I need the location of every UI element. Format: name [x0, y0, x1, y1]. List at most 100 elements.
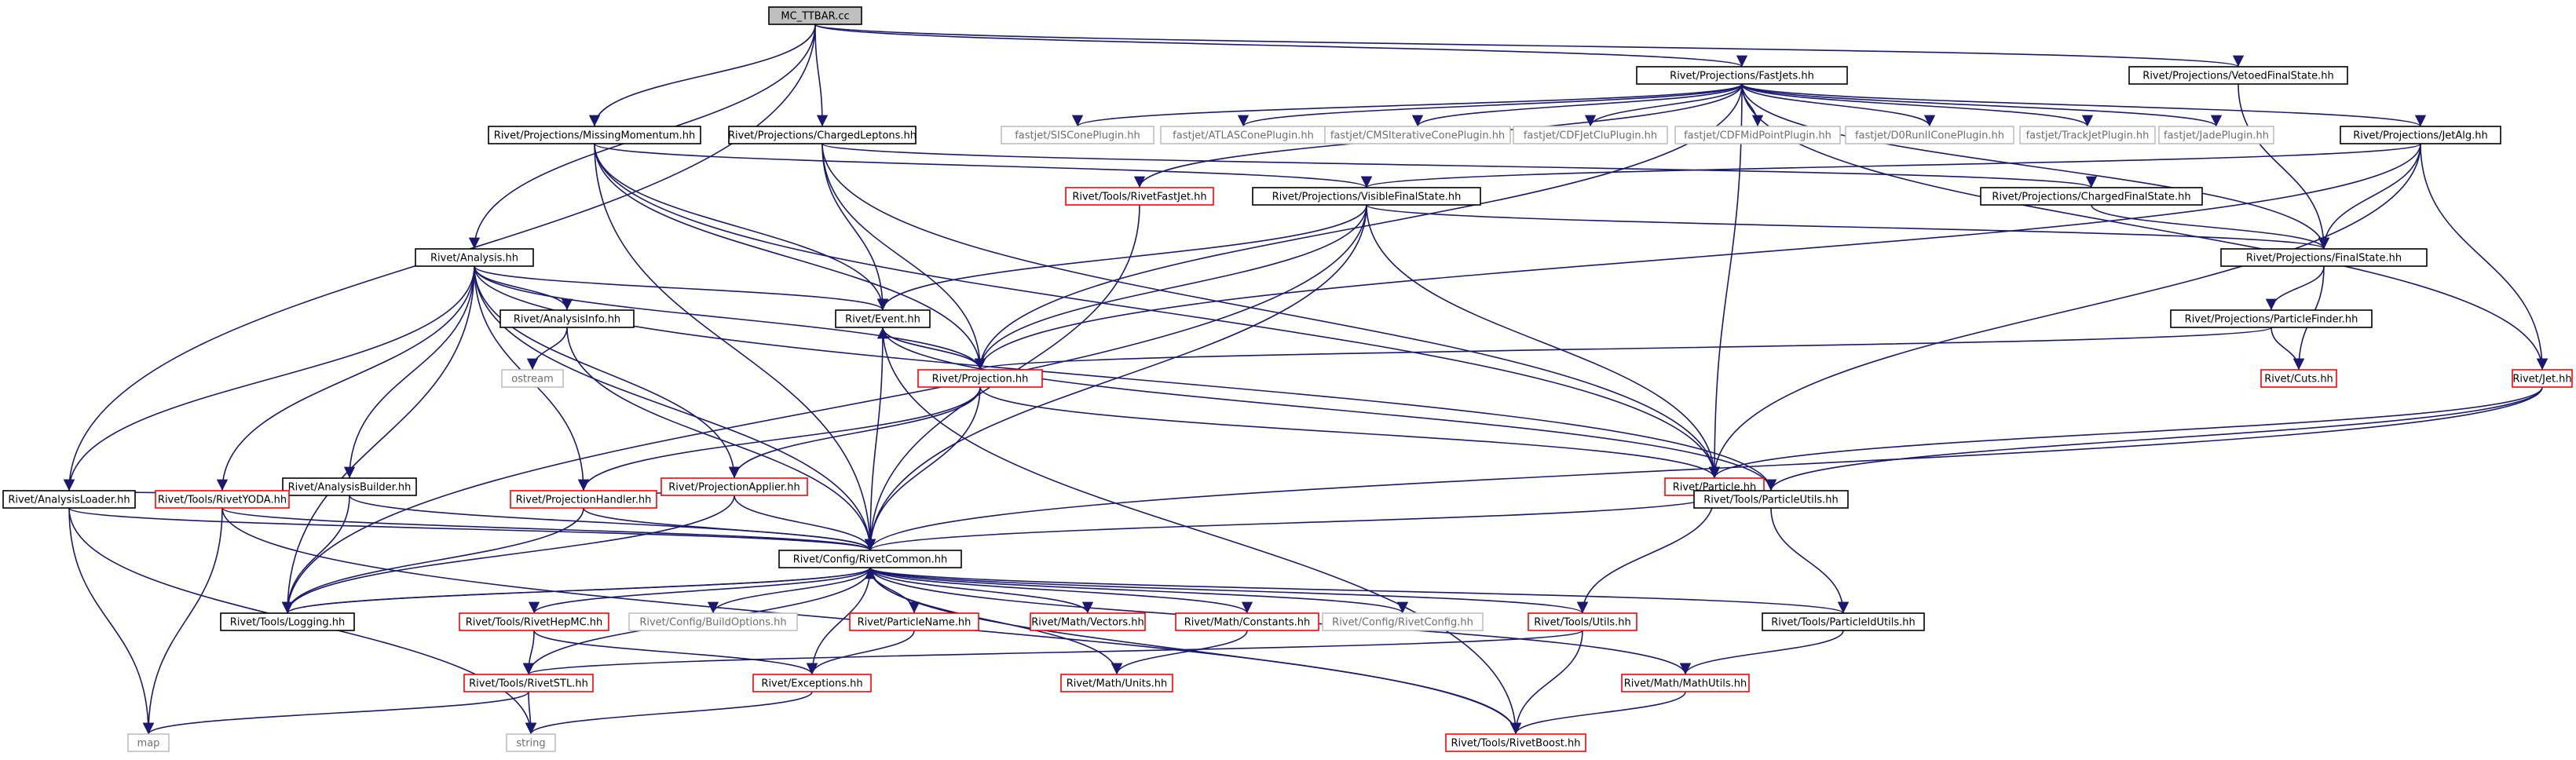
node-units[interactable]: Rivet/Math/Units.hh [1060, 674, 1173, 692]
node-visible[interactable]: Rivet/Projections/VisibleFinalState.hh [1252, 187, 1481, 206]
node-box [1445, 733, 1586, 752]
node-jet[interactable]: Rivet/Jet.hh [2512, 369, 2573, 388]
node-box [1030, 612, 1146, 631]
node-box [2019, 126, 2156, 144]
node-d0: fastjet/D0RunIIConePlugin.hh [1845, 126, 2014, 144]
edge-projhandler-to-logging [281, 507, 584, 614]
edge-analysisloader-to-map [68, 507, 155, 735]
node-label: ostream [511, 374, 554, 385]
edge-jetalg-to-projection [974, 143, 2421, 371]
edge-analysisinfo-to-ostream [526, 327, 568, 371]
node-rivetyoda[interactable]: Rivet/Tools/RivetYODA.hh [155, 490, 290, 509]
node-box [459, 612, 609, 631]
edge-rivetyoda-to-map [142, 507, 223, 735]
node-label: Rivet/Jet.hh [2512, 374, 2571, 385]
node-box [1252, 187, 1481, 206]
edge-charged-to-chargedfs [821, 143, 2097, 188]
node-box [2260, 369, 2337, 388]
edge-projection-to-event [876, 327, 981, 371]
edge-mathutils-to-rivetboost [1509, 691, 1686, 735]
edge-analysis-to-rivetyoda [216, 265, 475, 491]
node-event[interactable]: Rivet/Event.hh [835, 309, 931, 328]
node-label: fastjet/D0RunIIConePlugin.hh [1855, 130, 2004, 142]
node-projhandler[interactable]: Rivet/ProjectionHandler.hh [510, 490, 657, 509]
edge-visible-to-finalstate [1366, 204, 2329, 250]
node-charged[interactable]: Rivet/Projections/ChargedLeptons.hh [728, 126, 917, 144]
edge-logging-to-rivetcommon [287, 567, 876, 614]
node-sis: fastjet/SISConePlugin.hh [1001, 126, 1154, 144]
edge-rivetyoda-to-rivetcommon [221, 507, 876, 551]
node-cuts[interactable]: Rivet/Cuts.hh [2260, 369, 2337, 388]
node-vetoed[interactable]: Rivet/Projections/VetoedFinalState.hh [2128, 66, 2348, 85]
node-finalstate[interactable]: Rivet/Projections/FinalState.hh [2220, 248, 2428, 267]
edge-jetalg-to-visible [1361, 143, 2421, 188]
node-rivetstl[interactable]: Rivet/Tools/RivetSTL.hh [463, 674, 594, 692]
node-label: Rivet/Tools/RivetBoost.hh [1451, 738, 1581, 750]
edge-projection-to-particle [979, 386, 1720, 479]
node-particlename[interactable]: Rivet/ParticleName.hh [849, 612, 979, 631]
node-analysisinfo[interactable]: Rivet/AnalysisInfo.hh [499, 309, 635, 328]
node-box [1065, 187, 1214, 206]
node-fastjets[interactable]: Rivet/Projections/FastJets.hh [1636, 66, 1848, 85]
node-label: Rivet/Projections/ChargedFinalState.hh [1992, 192, 2190, 203]
node-rivetconfig: Rivet/Config/RivetConfig.hh [1322, 612, 1484, 631]
node-utils[interactable]: Rivet/Tools/Utils.hh [1528, 612, 1637, 631]
node-analysis[interactable]: Rivet/Analysis.hh [415, 248, 534, 267]
edge-jet-to-particleutils [1766, 386, 2543, 491]
node-label: map [137, 738, 160, 750]
node-vectors[interactable]: Rivet/Math/Vectors.hh [1030, 612, 1146, 631]
edge-rivetcommon-to-particleidutils [869, 567, 1849, 614]
node-box [2512, 369, 2573, 388]
node-particlefinder[interactable]: Rivet/Projections/ParticleFinder.hh [2170, 309, 2373, 328]
node-root[interactable]: MC_TTBAR.cc [768, 6, 862, 25]
edge-charged-to-projection [821, 143, 986, 371]
edge-rivetcommon-to-vectors [869, 567, 1094, 614]
node-atlas: fastjet/ATLASConePlugin.hh [1160, 126, 1326, 144]
node-box [510, 490, 657, 509]
node-exceptions[interactable]: Rivet/Exceptions.hh [752, 674, 872, 692]
node-analysisloader[interactable]: Rivet/AnalysisLoader.hh [2, 490, 136, 509]
edge-analysis-to-rivetcommon [474, 265, 876, 551]
node-rivetcommon[interactable]: Rivet/Config/RivetCommon.hh [778, 550, 962, 568]
node-rivetboost[interactable]: Rivet/Tools/RivetBoost.hh [1445, 733, 1586, 752]
nodes-layer: MC_TTBAR.ccRivet/Projections/FastJets.hh… [2, 6, 2573, 752]
edge-analysis-to-event [474, 265, 888, 311]
node-mathutils[interactable]: Rivet/Math/MathUtils.hh [1621, 674, 1750, 692]
node-projection[interactable]: Rivet/Projection.hh [917, 369, 1043, 388]
node-box [728, 126, 917, 144]
node-rivethepmc[interactable]: Rivet/Tools/RivetHepMC.hh [459, 612, 609, 631]
node-label: Rivet/Config/BuildOptions.hh [639, 617, 786, 629]
edge-projhandler-to-rivetcommon [583, 507, 876, 551]
node-box [1324, 126, 1511, 144]
edge-fastjets-to-jetalg [1741, 83, 2426, 127]
node-rivetfastjet[interactable]: Rivet/Tools/RivetFastJet.hh [1065, 187, 1214, 206]
node-label: Rivet/Projections/ChargedLeptons.hh [728, 130, 917, 142]
node-missing[interactable]: Rivet/Projections/MissingMomentum.hh [488, 126, 701, 144]
node-label: Rivet/Projections/ParticleFinder.hh [2185, 314, 2358, 326]
node-box [1980, 187, 2203, 206]
node-box [127, 733, 170, 752]
node-label: Rivet/Event.hh [845, 314, 920, 326]
node-box [220, 612, 355, 631]
node-label: Rivet/Projections/VisibleFinalState.hh [1272, 192, 1462, 203]
node-particleutils[interactable]: Rivet/Tools/ParticleUtils.hh [1693, 490, 1849, 509]
node-particleidutils[interactable]: Rivet/Tools/ParticleIdUtils.hh [1762, 612, 1925, 631]
node-logging[interactable]: Rivet/Tools/Logging.hh [220, 612, 355, 631]
node-chargedfs[interactable]: Rivet/Projections/ChargedFinalState.hh [1980, 187, 2203, 206]
node-analysisbuilder[interactable]: Rivet/AnalysisBuilder.hh [282, 477, 417, 496]
edge-chargedfs-to-finalstate [2091, 204, 2330, 250]
node-box [1636, 66, 1848, 85]
node-jade: fastjet/JadePlugin.hh [2158, 126, 2274, 144]
node-box [628, 612, 798, 631]
edge-constants-to-units [1111, 630, 1248, 675]
node-box [1528, 612, 1637, 631]
node-label: MC_TTBAR.cc [781, 11, 849, 23]
edge-analysis-to-analysisbuilder [343, 265, 475, 479]
edge-fastjets-to-cdfclu [1584, 83, 1743, 127]
edge-fastjets-to-d0 [1741, 83, 1936, 127]
node-jetalg[interactable]: Rivet/Projections/JetAlg.hh [2340, 126, 2501, 144]
edge-projection-to-rivetcommon [864, 386, 981, 551]
node-label: Rivet/Projections/JetAlg.hh [2353, 130, 2488, 142]
node-projapplier[interactable]: Rivet/ProjectionApplier.hh [660, 477, 808, 496]
node-constants[interactable]: Rivet/Math/Constants.hh [1175, 612, 1319, 631]
